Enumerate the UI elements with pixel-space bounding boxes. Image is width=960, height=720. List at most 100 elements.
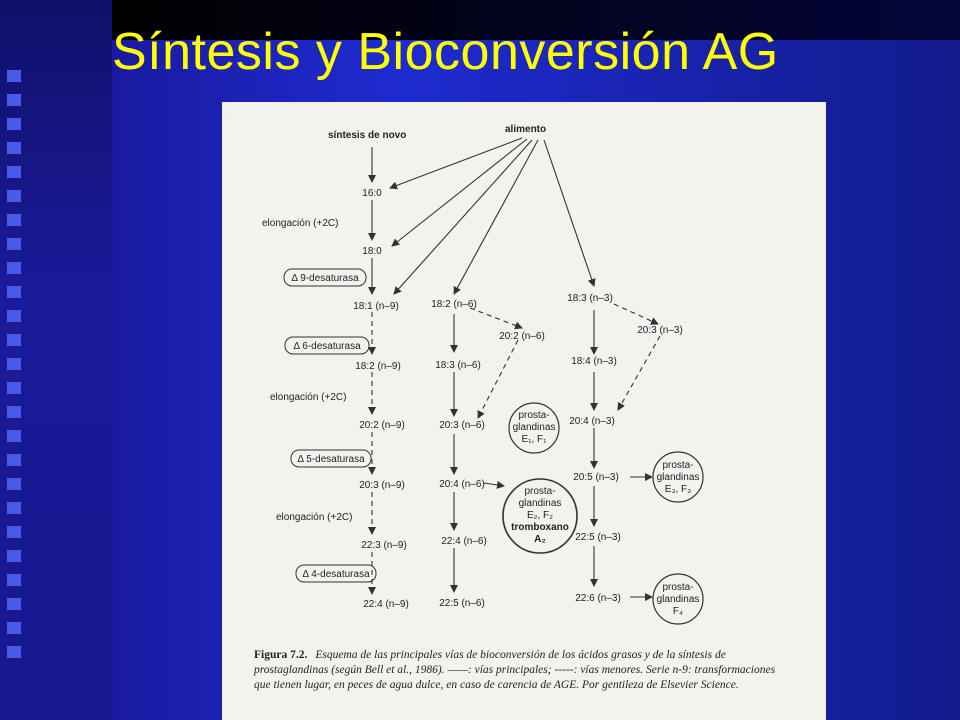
- pg3-line-2: glandinas: [657, 472, 700, 483]
- node-22-6-n3: 22:6 (n–3): [575, 593, 621, 604]
- decor-square: [7, 310, 21, 322]
- node-20-4-n6: 20:4 (n–6): [439, 479, 485, 490]
- node-18-2-n9: 18:2 (n–9): [355, 361, 401, 372]
- decor-square: [7, 70, 21, 82]
- node-20-2-n6: 20:2 (n–6): [499, 331, 545, 342]
- pg3-line-1: prosta-: [662, 460, 693, 471]
- decor-square: [7, 598, 21, 610]
- desaturase-6-label: Δ 6-desaturasa: [293, 341, 361, 352]
- node-22-5-n6: 22:5 (n–6): [439, 598, 485, 609]
- decor-square: [7, 526, 21, 538]
- pg4-line-2: glandinas: [657, 594, 700, 605]
- elongation-label-1: elongación (+2C): [262, 218, 338, 229]
- node-20-3-n6: 20:3 (n–6): [439, 420, 485, 431]
- pg2-line-2: glandinas: [519, 498, 562, 509]
- desaturase-box-4: Δ 4-desaturasa: [295, 564, 377, 583]
- pg4-line-1: prosta-: [662, 582, 693, 593]
- node-16-0: 16:0: [362, 188, 382, 199]
- decor-square: [7, 622, 21, 634]
- prostaglandin-circle-4: prosta- glandinas F₄: [652, 573, 704, 625]
- food-arrow-18-3-n3: [543, 139, 596, 287]
- bleed-through-text: ·: [228, 108, 231, 118]
- node-20-3-n3: 20:3 (n–3): [637, 325, 683, 336]
- decor-square: [7, 646, 21, 658]
- prostaglandin-circle-1: prosta- glandinas E₁, F₁: [508, 402, 560, 454]
- node-22-4-n6: 22:4 (n–6): [441, 536, 487, 547]
- decor-square: [7, 142, 21, 154]
- decor-square: [7, 262, 21, 274]
- node-22-4-n9: 22:4 (n–9): [363, 599, 409, 610]
- main-pathway-arrows: [368, 147, 653, 601]
- decor-square: [7, 94, 21, 106]
- minor-pathway-arrows: [368, 303, 661, 595]
- caption-text: Esquema de las principales vías de bioco…: [254, 649, 776, 691]
- arrow-20-2-20-3-n6: [477, 339, 519, 419]
- arrow-18-2-20-2-n6: [469, 307, 523, 330]
- decor-square: [7, 550, 21, 562]
- arrow-18-3-20-3-n3: [613, 303, 659, 325]
- node-18-2-n6: 18:2 (n–6): [431, 299, 477, 310]
- scanned-figure-page: · síntesis de novo alimento: [222, 102, 826, 720]
- decor-square: [7, 190, 21, 202]
- decor-square: [7, 358, 21, 370]
- pg2-line-5: A₂: [534, 534, 546, 545]
- node-20-3-n9: 20:3 (n–9): [359, 480, 405, 491]
- node-20-4-n3: 20:4 (n–3): [569, 416, 615, 427]
- decor-square: [7, 166, 21, 178]
- pg2-line-1: prosta-: [524, 486, 555, 497]
- de-novo-label: síntesis de novo: [328, 130, 406, 141]
- pg2-line-3: E₂, F₂: [527, 510, 553, 521]
- decor-square: [7, 118, 21, 130]
- node-22-5-n3: 22:5 (n–3): [575, 532, 621, 543]
- slide-title: Síntesis y Bioconversión AG: [112, 23, 779, 81]
- food-arrow-18-2-n6: [453, 139, 539, 295]
- food-arrow-16-0: [389, 137, 523, 190]
- pg1-line-3: E₁, F₁: [521, 434, 547, 445]
- caption-label: Figura 7.2.: [254, 649, 308, 661]
- food-arrow-18-0: [391, 138, 528, 247]
- decor-square: [7, 334, 21, 346]
- desaturase-5-label: Δ 5-desaturasa: [297, 454, 365, 465]
- node-22-3-n9: 22:3 (n–9): [361, 540, 407, 551]
- desaturase-9-label: Δ 9-desaturasa: [291, 273, 359, 284]
- prostaglandin-circle-3: prosta- glandinas E₃, F₃: [652, 451, 704, 503]
- arrow-20-3-20-4-n3: [617, 335, 661, 411]
- pg1-line-2: glandinas: [513, 422, 556, 433]
- food-arrow-18-1: [393, 139, 533, 295]
- elongation-label-3: elongación (+2C): [276, 512, 352, 523]
- decor-square: [7, 454, 21, 466]
- figure-caption: Figura 7.2.Esquema de las principales ví…: [254, 648, 784, 693]
- pg2-line-4: tromboxano: [511, 522, 569, 533]
- pg1-line-1: prosta-: [518, 410, 549, 421]
- node-18-3-n3: 18:3 (n–3): [567, 293, 613, 304]
- left-decorative-strip: [0, 0, 112, 720]
- decor-square: [7, 406, 21, 418]
- prostaglandin-circle-2: prosta- glandinas E₂, F₂ tromboxano A₂: [502, 478, 578, 554]
- decor-square: [7, 574, 21, 586]
- node-18-1-n9: 18:1 (n–9): [353, 301, 399, 312]
- desaturase-box-9: Δ 9-desaturasa: [283, 268, 367, 287]
- decor-square: [7, 286, 21, 298]
- pg3-line-3: E₃, F₃: [665, 484, 691, 495]
- pg4-line-3: F₄: [673, 606, 683, 617]
- desaturase-4-label: Δ 4-desaturasa: [302, 569, 370, 580]
- decor-square: [7, 382, 21, 394]
- node-20-2-n9: 20:2 (n–9): [359, 420, 405, 431]
- node-18-0: 18:0: [362, 246, 382, 257]
- food-label: alimento: [505, 124, 546, 135]
- desaturase-box-5: Δ 5-desaturasa: [290, 449, 372, 468]
- node-20-5-n3: 20:5 (n–3): [573, 472, 619, 483]
- arrow-20-4-pg2: [483, 481, 505, 489]
- decor-square: [7, 502, 21, 514]
- decor-square: [7, 214, 21, 226]
- decor-square: [7, 478, 21, 490]
- elongation-label-2: elongación (+2C): [270, 392, 346, 403]
- node-18-3-n6: 18:3 (n–6): [435, 360, 481, 371]
- decor-square: [7, 430, 21, 442]
- desaturase-box-6: Δ 6-desaturasa: [284, 336, 370, 355]
- fatty-acid-pathway-diagram: síntesis de novo alimento: [262, 124, 704, 625]
- top-bar: [112, 0, 960, 40]
- node-18-4-n3: 18:4 (n–3): [571, 356, 617, 367]
- food-arrows: [389, 137, 596, 295]
- decor-square: [7, 238, 21, 250]
